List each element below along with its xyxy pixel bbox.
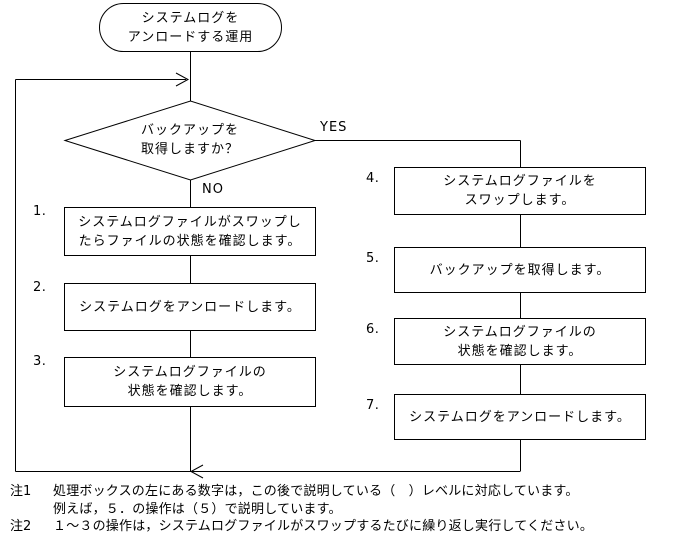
process-box-3: システムログファイルの 状態を確認します。 [64,357,316,407]
step-number-4: 4. [366,171,380,186]
arrowhead-right-icon [175,72,190,87]
step-number-6: 6. [366,322,380,337]
footnote-1-text: 処理ボックスの左にある数字は，この後で説明している（ ）レベルに対応しています。… [53,484,579,517]
yes-branch-label: YES [320,120,348,135]
step-number-2: 2. [33,280,47,295]
process-box-2-text: システムログをアンロードします。 [79,299,301,315]
process-box-4: システムログファイルを スワップします。 [394,167,646,215]
process-box-5: バックアップを取得します。 [394,247,646,293]
arrowhead-left-icon [189,464,204,479]
process-box-5-text: バックアップを取得します。 [429,262,611,278]
process-box-7-text: システムログをアンロードします。 [409,409,631,425]
step-number-5: 5. [366,251,380,266]
footnote-2: 注2 １～３の操作は，システムログファイルがスワップするたびに繰り返し実行してく… [10,518,670,536]
start-terminator-text: システムログを アンロードする運用 [127,10,254,45]
step-number-7: 7. [366,398,380,413]
decision-node: バックアップを 取得しますか？ [90,115,290,165]
footnote-2-text: １～３の操作は，システムログファイルがスワップするたびに繰り返し実行してください… [53,519,594,534]
footnote-1: 注1 処理ボックスの左にある数字は，この後で説明している（ ）レベルに対応してい… [10,483,670,518]
process-box-1: システムログファイルがスワップし たらファイルの状態を確認します。 [64,207,316,256]
decision-node-text: バックアップを 取得しますか？ [140,123,239,157]
process-box-4-text: システムログファイルを スワップします。 [443,174,597,208]
step-number-1: 1. [33,204,47,219]
step-number-3: 3. [33,354,47,369]
footnote-2-label: 注2 [10,519,32,534]
process-box-1-text: システムログファイルがスワップし たらファイルの状態を確認します。 [78,214,302,249]
process-box-6-text: システムログファイルの 状態を確認します。 [443,324,597,359]
no-branch-label: NO [202,182,224,197]
process-box-3-text: システムログファイルの 状態を確認します。 [113,365,267,399]
process-box-7: システムログをアンロードします。 [394,394,646,440]
process-box-2: システムログをアンロードします。 [64,283,316,331]
footnote-1-label: 注1 [10,484,32,499]
start-terminator: システムログを アンロードする運用 [99,3,282,52]
process-box-6: システムログファイルの 状態を確認します。 [394,318,646,365]
